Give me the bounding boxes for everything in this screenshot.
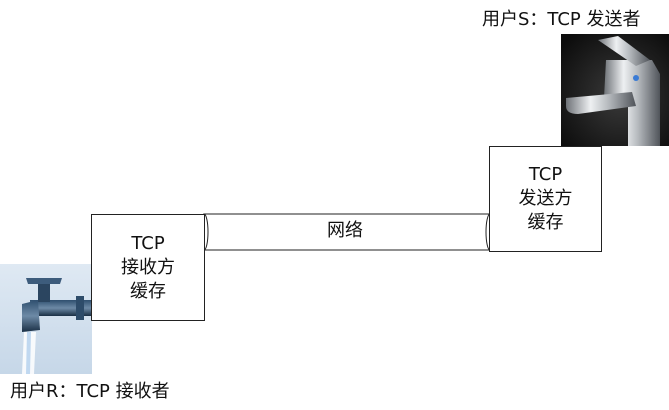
receiver-buffer-line2: 接收方 [121,256,175,278]
blue-faucet-icon [0,264,92,374]
sender-caption: 用户S：TCP 发送者 [482,9,641,30]
sender-buffer-line1: TCP [528,164,563,185]
sender-buffer-line3: 缓存 [527,212,564,233]
sender-buffer-box: TCP 发送方 缓存 [489,146,602,252]
chrome-faucet-icon [561,34,669,146]
network-label: 网络 [327,220,363,241]
receiver-buffer-line3: 缓存 [130,280,166,302]
receiver-buffer-line1: TCP [131,232,165,254]
receiver-caption: 用户R：TCP 接收者 [10,381,170,402]
sender-buffer-line2: 发送方 [518,188,573,209]
receiver-buffer-box: TCP 接收方 缓存 [91,214,205,321]
